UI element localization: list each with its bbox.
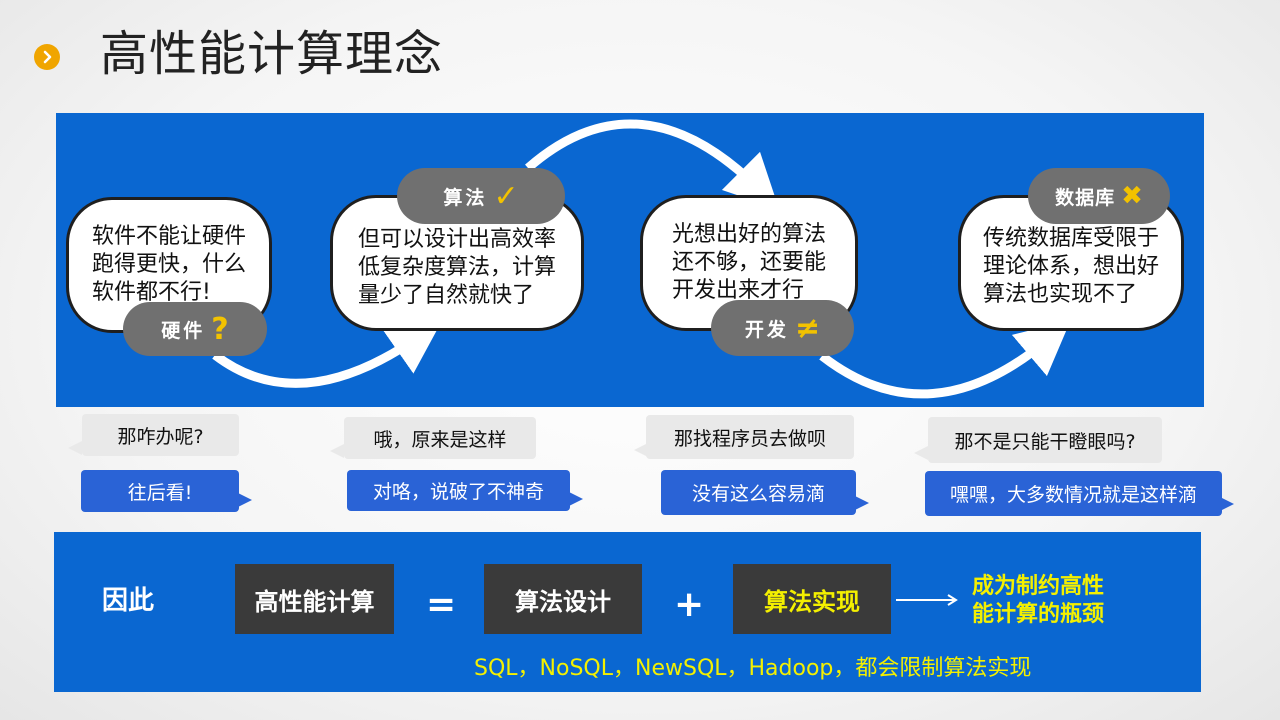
- question-bubble-1: 那咋办呢?: [82, 414, 239, 456]
- bottleneck-result: 成为制约高性 能计算的瓶颈: [972, 574, 1105, 627]
- equals-sign: =: [426, 584, 457, 625]
- answer-bubble-1: 往后看!: [81, 470, 239, 512]
- tag-algorithm: 算法 ✓: [397, 168, 565, 224]
- bubble-tail: [238, 493, 252, 507]
- tag-develop: 开发 ≠: [711, 300, 854, 356]
- answer-bubble-4: 嘿嘿，大多数情况就是这样滴: [925, 471, 1222, 516]
- tag-algorithm-label: 算法: [443, 186, 488, 209]
- tag-hardware-label: 硬件: [161, 319, 206, 342]
- question-mark-icon: ?: [211, 311, 229, 347]
- question-bubble-3: 那找程序员去做呗: [646, 415, 854, 459]
- bubble-tail: [569, 492, 583, 506]
- cross-icon: ✖: [1121, 181, 1143, 211]
- title-bullet-icon: [34, 44, 60, 70]
- bubble-tail: [634, 443, 648, 457]
- question-bubble-2: 哦，原来是这样: [344, 417, 536, 459]
- bubble-tail: [914, 446, 928, 460]
- bubble-tail: [855, 496, 869, 510]
- tag-database-label: 数据库: [1055, 186, 1116, 209]
- result-arrow-icon: [896, 594, 958, 606]
- formula-term-algorithm-design: 算法设计: [484, 564, 642, 634]
- page-title: 高性能计算理念: [100, 26, 444, 82]
- plus-sign: +: [674, 584, 705, 625]
- answer-bubble-3: 没有这么容易滴: [661, 470, 856, 515]
- not-equal-icon: ≠: [794, 310, 821, 346]
- bubble-tail: [1220, 497, 1234, 511]
- tag-database: 数据库 ✖: [1028, 168, 1170, 224]
- formula-term-algorithm-implementation: 算法实现: [733, 564, 891, 634]
- formula-lhs-box: 高性能计算: [235, 564, 394, 634]
- bubble-tail: [330, 444, 344, 458]
- check-icon: ✓: [493, 178, 519, 214]
- question-bubble-4: 那不是只能干瞪眼吗?: [928, 417, 1162, 463]
- tag-develop-label: 开发: [744, 318, 789, 341]
- therefore-label: 因此: [102, 586, 155, 616]
- bubble-tail: [68, 441, 82, 455]
- answer-bubble-2: 对咯，说破了不神奇: [347, 470, 570, 511]
- limitation-note: SQL，NoSQL，NewSQL，Hadoop，都会限制算法实现: [474, 656, 1032, 681]
- tag-hardware: 硬件 ?: [123, 302, 267, 356]
